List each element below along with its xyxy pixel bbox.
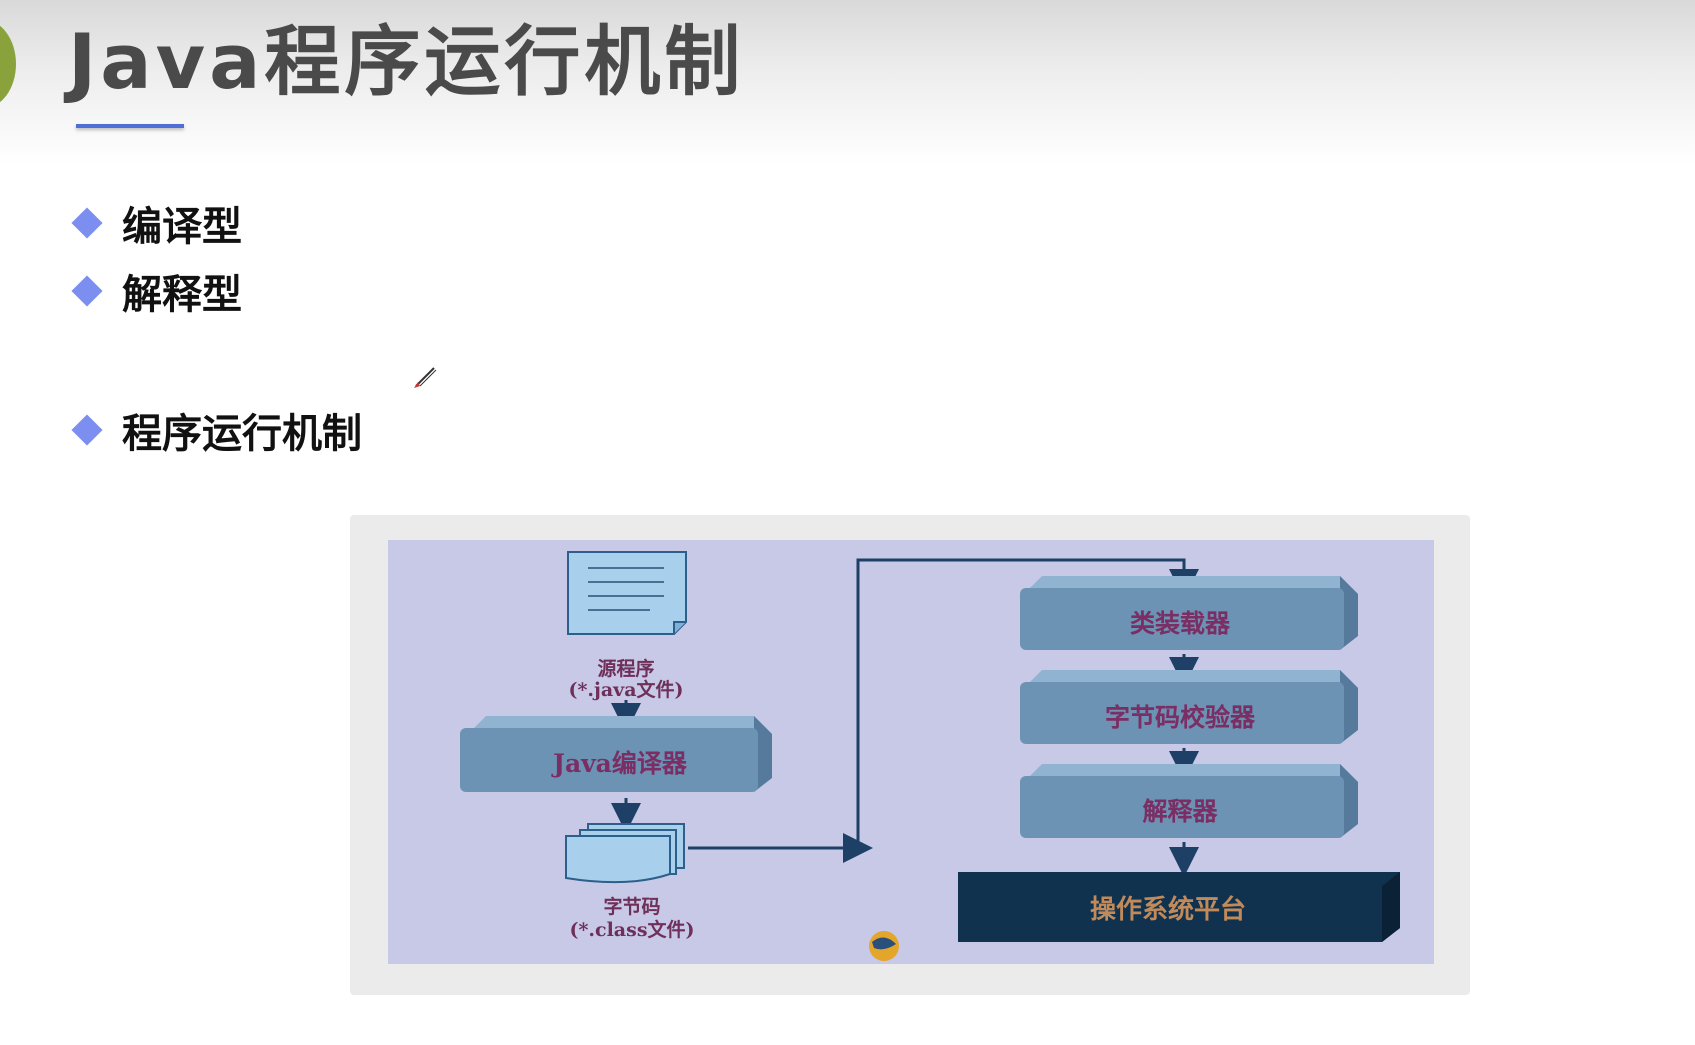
bullet-item-mechanism: 程序运行机制 — [70, 405, 362, 457]
source-label: 源程序 — [597, 657, 654, 680]
bullet-item-interpreted: 解释型 — [70, 266, 242, 318]
java-compiler-box: Java编译器 — [460, 716, 772, 792]
class-loader-box: 类装载器 — [1020, 576, 1358, 650]
bytecode-files-icon — [565, 823, 685, 884]
bytecode-verifier-box: 字节码校验器 — [1020, 670, 1358, 744]
bytecode-ext-label: (*.class文件) — [569, 918, 694, 941]
header-band — [0, 0, 1695, 165]
bullet-text: 程序运行机制 — [122, 411, 362, 457]
diamond-bullet-icon — [71, 207, 103, 239]
title-underline — [76, 124, 184, 128]
slide-title: Java程序运行机制 — [68, 17, 745, 106]
source-file-icon — [567, 551, 687, 635]
bullet-item-compiled: 编译型 — [70, 198, 242, 250]
java-run-mechanism-diagram: 源程序 (*.java文件) Java编译器 字节码 (*.class文件) — [388, 540, 1434, 964]
verifier-label: 字节码校验器 — [1105, 703, 1256, 732]
bullet-text: 编译型 — [122, 204, 242, 250]
logo-watermark-icon — [869, 931, 899, 961]
os-label: 操作系统平台 — [1090, 894, 1246, 925]
bytecode-label: 字节码 — [603, 895, 660, 918]
diamond-bullet-icon — [71, 414, 103, 446]
source-ext-label: (*.java文件) — [568, 678, 683, 701]
bullet-text: 解释型 — [122, 272, 242, 318]
class-loader-label: 类装载器 — [1130, 609, 1231, 638]
compiler-label: Java编译器 — [551, 749, 688, 778]
interpreter-label: 解释器 — [1142, 797, 1218, 826]
interpreter-box: 解释器 — [1020, 764, 1358, 838]
pen-cursor-icon — [414, 367, 437, 388]
os-platform-box: 操作系统平台 — [958, 872, 1400, 942]
diamond-bullet-icon — [71, 275, 103, 307]
